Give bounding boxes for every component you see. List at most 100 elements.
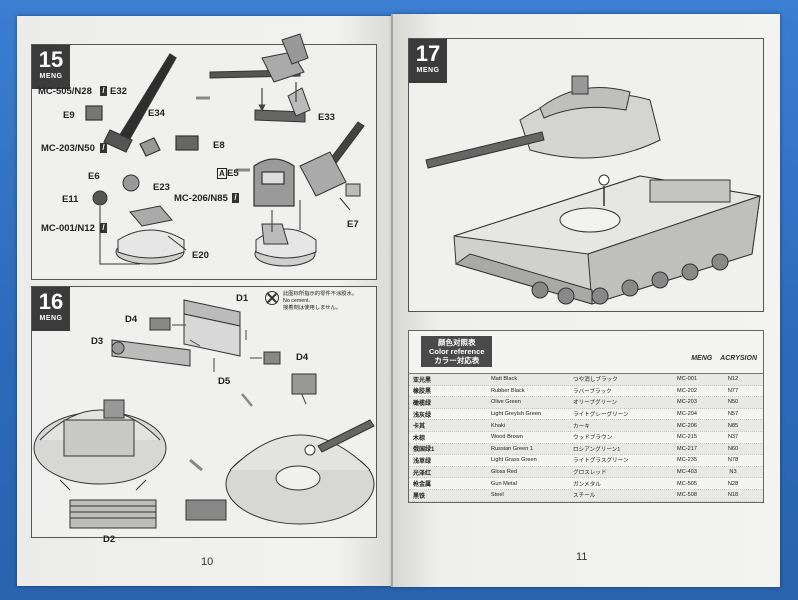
step-16-badge: 16 MENG bbox=[32, 287, 70, 331]
color-cell-en: Khaki bbox=[491, 422, 505, 429]
color-table-header: 颜色对照表 Color reference カラー対応表 MENG ACRYSI… bbox=[409, 331, 763, 374]
color-cell-n: N78 bbox=[727, 457, 739, 464]
step-15-number: 15 bbox=[38, 47, 64, 72]
label-e33: E33 bbox=[318, 112, 335, 123]
color-cell-jp: つや消しブラック bbox=[573, 377, 618, 384]
table-row: 浅草绿 Light Grass Green ライトグラスグリーン MC-235 N78 bbox=[409, 455, 763, 467]
color-table-title-zh: 颜色对照表 bbox=[437, 338, 476, 347]
step-15-badge: 15 MENG bbox=[32, 45, 70, 89]
color-cell-zh: 卡其 bbox=[413, 424, 426, 431]
color-cell-jp: グロスレッド bbox=[573, 470, 607, 477]
label-mc206: MC-206/N85 bbox=[174, 193, 228, 204]
color-cell-code: MC-217 bbox=[677, 445, 697, 452]
table-row: 橡胶黑 Rubber Black ラバーブラック MC-202 N77 bbox=[409, 386, 763, 398]
color-cell-zh: 橡胶黑 bbox=[413, 389, 432, 396]
color-cell-code: MC-215 bbox=[677, 434, 697, 441]
color-cell-n: N3 bbox=[729, 469, 737, 476]
color-cell-zh: 浅草绿 bbox=[413, 458, 432, 465]
label-e20: E20 bbox=[192, 250, 209, 261]
color-cell-code: MC-508 bbox=[677, 492, 697, 499]
color-cell-zh: 黑铁 bbox=[413, 493, 426, 500]
color-cell-code: MC-206 bbox=[677, 422, 697, 429]
paint-brand-logos: MENG ACRYSION bbox=[685, 355, 757, 362]
color-cell-code: MC-505 bbox=[677, 480, 697, 487]
label-e6: E6 bbox=[88, 171, 100, 182]
color-cell-en: Olive Green bbox=[491, 399, 521, 406]
color-cell-en: Wood Brown bbox=[491, 434, 523, 441]
no-cement-en: No cement. bbox=[283, 297, 311, 304]
label-e32: E32 bbox=[110, 86, 127, 97]
color-cell-jp: カーキ bbox=[573, 423, 590, 430]
label-e5: E5 bbox=[227, 168, 239, 179]
color-cell-n: N50 bbox=[727, 399, 739, 406]
table-row: 木棕 Wood Brown ウッドブラウン MC-215 N37 bbox=[409, 432, 763, 444]
color-cell-n: N37 bbox=[727, 434, 739, 441]
color-cell-jp: スチール bbox=[573, 493, 596, 500]
color-cell-en: Gloss Red bbox=[491, 469, 518, 476]
paint-marker-icon: / bbox=[232, 193, 239, 203]
color-cell-zh: 光泽红 bbox=[413, 470, 432, 477]
color-cell-zh: 木棕 bbox=[413, 435, 426, 442]
label-mc505: MC-505/N28 bbox=[38, 86, 92, 97]
color-cell-n: N85 bbox=[727, 422, 739, 429]
color-cell-n: N18 bbox=[727, 492, 739, 499]
label-d1: D1 bbox=[236, 293, 249, 304]
no-cement-zh: 此图标所指示的零件不涂胶水。 bbox=[283, 291, 358, 297]
color-cell-en: Light Grass Green bbox=[491, 457, 537, 464]
color-cell-en: Steel bbox=[491, 492, 504, 499]
color-cell-en: Light Greyish Green bbox=[491, 411, 542, 418]
brand-acrysion-logo: ACRYSION bbox=[720, 355, 757, 362]
color-cell-code: MC-203 bbox=[677, 399, 697, 406]
color-cell-jp: ライトグラスグリーン bbox=[573, 458, 629, 465]
label-mc203: MC-203/N50 bbox=[41, 143, 95, 154]
table-row: 光泽红 Gloss Red グロスレッド MC-403 N3 bbox=[409, 466, 763, 479]
color-cell-zh: 橄榄绿 bbox=[413, 400, 432, 407]
color-cell-n: N28 bbox=[727, 480, 739, 487]
label-mc001: MC-001/N12 bbox=[41, 223, 95, 234]
color-cell-jp: ライトグレーグリーン bbox=[573, 412, 629, 419]
step-17-badge: 17 MENG bbox=[409, 39, 447, 83]
color-cell-code: MC-202 bbox=[677, 387, 697, 394]
page-number-left: 10 bbox=[201, 556, 214, 568]
color-cell-n: N60 bbox=[727, 445, 739, 452]
label-d5: D5 bbox=[218, 376, 231, 387]
color-cell-code: MC-235 bbox=[677, 457, 697, 464]
color-cell-n: N57 bbox=[727, 411, 739, 418]
label-d4-right: D4 bbox=[296, 352, 309, 363]
step-16-brand: MENG bbox=[39, 315, 63, 322]
color-cell-en: Rubber Black bbox=[491, 387, 525, 394]
color-cell-n: N77 bbox=[727, 387, 739, 394]
paint-marker-icon: / bbox=[100, 86, 107, 96]
color-cell-jp: ラバーブラック bbox=[573, 388, 612, 395]
color-cell-zh: 俄国绿1 bbox=[413, 447, 435, 454]
color-cell-n: N12 bbox=[727, 376, 739, 383]
label-d4-left: D4 bbox=[125, 314, 138, 325]
label-e9: E9 bbox=[63, 110, 75, 121]
color-cell-code: MC-403 bbox=[677, 469, 697, 476]
label-a-mark: A bbox=[217, 168, 227, 179]
no-cement-icon bbox=[265, 291, 279, 305]
label-d3: D3 bbox=[91, 336, 104, 347]
table-row: 黑铁 Steel スチール MC-508 N18 bbox=[409, 489, 763, 502]
color-cell-zh: 枪金属 bbox=[413, 482, 432, 489]
paint-marker-icon: / bbox=[100, 223, 107, 233]
table-row: 卡其 Khaki カーキ MC-206 N85 bbox=[409, 420, 763, 432]
color-cell-zh: 浅灰绿 bbox=[413, 412, 432, 419]
color-table-title-jp: カラー対応表 bbox=[434, 356, 480, 365]
brand-meng-logo: MENG bbox=[691, 355, 713, 362]
color-cell-en: Russian Green 1 bbox=[491, 445, 533, 452]
step-15-brand: MENG bbox=[39, 73, 63, 80]
no-cement-jp: 接着剤は使用しません。 bbox=[283, 304, 342, 311]
no-cement-note: 此图标所指示的零件不涂胶水。 No cement. 接着剤は使用しません。 bbox=[283, 291, 357, 311]
label-d2: D2 bbox=[103, 534, 116, 545]
color-cell-jp: ウッドブラウン bbox=[573, 435, 613, 442]
step-16-number: 16 bbox=[38, 289, 64, 314]
